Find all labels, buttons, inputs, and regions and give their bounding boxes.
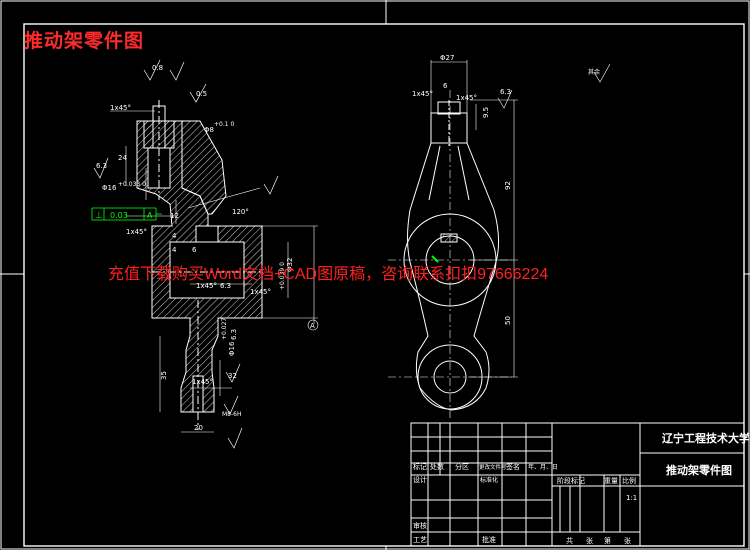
tb-scale: 1:1 xyxy=(626,494,637,502)
dim-finish-0.8: 0.8 xyxy=(152,64,163,72)
front-dimensions xyxy=(110,110,319,433)
tolerance-frame xyxy=(91,207,162,221)
dim-bore-top: Φ8 xyxy=(204,126,214,134)
tb-sheet-0: 共 xyxy=(566,536,573,545)
side-finish: 6.3 xyxy=(500,88,511,96)
main-bore xyxy=(169,241,245,299)
tolerance-datum: A xyxy=(147,211,153,220)
dim-height-35: 35 xyxy=(160,371,168,380)
tb-stage-1: 重量 xyxy=(604,477,618,485)
side-note: 其余 xyxy=(588,68,600,76)
dim-6-3: 6.3 xyxy=(230,329,238,340)
dim-chamfer-right: 1x45° xyxy=(250,288,271,296)
side-dimensions xyxy=(430,60,611,378)
dim-angle: 120° xyxy=(232,208,249,216)
front-section-view xyxy=(136,100,263,430)
tb-header-1: 处数 xyxy=(430,462,444,471)
tb-sheet-3: 张 xyxy=(624,536,631,545)
dim-height-24: 24 xyxy=(118,154,127,162)
tb-sheet-2: 第 xyxy=(604,536,611,545)
tb-header-2: 分区 xyxy=(455,462,469,471)
side-chamfer: 1x45° xyxy=(412,90,433,98)
tb-standardization: 标准化 xyxy=(480,476,498,484)
dim-4a: 4 xyxy=(172,232,177,240)
dim-bore-16: Φ16 xyxy=(102,184,117,192)
dim-chamfer-top: 1x45° xyxy=(110,104,131,112)
tb-header-3: 更改文件号 xyxy=(479,463,507,471)
dim-12: 12 xyxy=(170,212,179,220)
datum-label: A xyxy=(310,322,315,330)
dim-finish-63: 6.3 xyxy=(96,162,107,170)
side-dim-6: 6 xyxy=(443,82,448,90)
tb-header-4: 签名 xyxy=(506,462,520,471)
dim-width-20: 20 xyxy=(194,424,203,432)
side-dim-50: 50 xyxy=(504,316,512,325)
arm-section xyxy=(181,120,227,215)
side-view xyxy=(388,90,512,420)
finish-symbols-front xyxy=(93,59,279,449)
dim-4b: 4 xyxy=(172,246,177,254)
dim-thread: M8-6H xyxy=(222,411,242,418)
watermark-text: 充值下载购买Word文档+CAD图原稿，咨询联系扣扣97666224 xyxy=(108,266,549,283)
side-green-marker xyxy=(431,255,439,263)
tb-header-0: 标记 xyxy=(413,462,427,471)
dim-bore-16-tol: +0.033 0 xyxy=(118,181,146,188)
tb-school: 辽宁工程技术大学 xyxy=(662,431,750,445)
dim-32: 32 xyxy=(228,372,237,380)
dim-bore-16b: Φ16 xyxy=(228,341,236,356)
tolerance-value: 0.03 xyxy=(110,211,128,220)
tb-sheet-1: 张 xyxy=(586,536,593,545)
tb-row-review: 审核 xyxy=(413,521,427,530)
tb-row-design: 设计 xyxy=(413,475,427,484)
dim-chamfer-mid: 1x45° xyxy=(126,228,147,236)
side-dim-9-5: 9.5 xyxy=(482,107,490,118)
dim-bore-16b-tol: +0.027 xyxy=(221,318,228,340)
tb-stage-2: 比例 xyxy=(622,476,636,485)
side-dim-92: 92 xyxy=(504,181,512,190)
tolerance-symbol: ⊥ xyxy=(95,211,103,221)
dim-bore-main: Φ32 xyxy=(286,258,294,272)
side-arm-outline xyxy=(407,142,500,411)
dim-chamfer-low: 1x45° xyxy=(192,378,213,386)
dim-bore-main-tol: +0.039 0 xyxy=(279,262,286,290)
title-block xyxy=(410,422,745,547)
side-dia-27: Φ27 xyxy=(440,54,454,62)
dim-chamfer-bottom: 1x45° xyxy=(196,282,217,290)
tb-stage-0: 阶段标记 xyxy=(557,476,585,485)
title-block-text: 辽宁工程技术大学 推动架零件图 1:1 标记 处数 分区 更改文件号 签名 年、… xyxy=(413,431,750,545)
drawing-title: 推动架零件图 xyxy=(24,30,145,52)
side-dim-text: Φ27 6 1x45° 1x45° 6.3 9.5 92 50 其余 xyxy=(412,54,600,325)
tb-row-process: 工艺 xyxy=(413,536,427,544)
side-bottom-hub-bore xyxy=(433,360,467,394)
tb-drawing-name: 推动架零件图 xyxy=(666,463,732,477)
tb-header-5: 年、月、日 xyxy=(528,463,558,471)
dim-finish-0.5: 0.5 xyxy=(196,90,207,98)
dim-6: 6 xyxy=(192,246,197,254)
dim-finish-63b: 6.3 xyxy=(220,282,231,290)
dim-bore-top-tol: +0.1 0 xyxy=(214,121,234,128)
tb-approve: 批准 xyxy=(482,535,496,544)
front-dim-text: 1x45° 0.5 0.8 Φ8 +0.1 0 24 6.3 Φ16 +0.03… xyxy=(96,64,294,432)
side-chamfer2: 1x45° xyxy=(456,94,477,102)
